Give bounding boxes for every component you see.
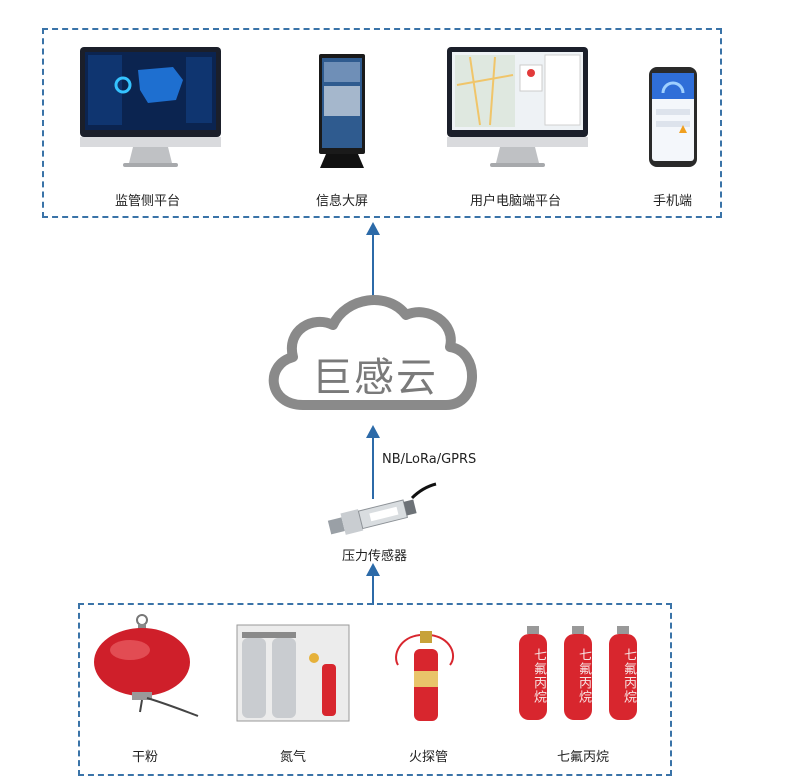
supervisor-platform-label: 监管侧平台 (115, 194, 181, 209)
user-pc-platform-label: 用户电脑端平台 (470, 194, 562, 209)
cloud-shape (268, 295, 477, 410)
extinguisher-group-box (78, 603, 672, 776)
info-kiosk-image (319, 54, 365, 168)
big-screen-label: 信息大屏 (316, 194, 369, 209)
fire-tube-label: 火探管 (409, 750, 449, 765)
cylinder-text-3: 七氟丙烷 (621, 648, 636, 704)
user-pc-monitor-image (447, 47, 588, 167)
dry-powder-label: 干粉 (132, 750, 159, 765)
hfc-cylinders-image (519, 626, 637, 720)
nitrogen-label: 氮气 (280, 750, 307, 765)
dry-powder-extinguisher-image (94, 614, 199, 717)
pressure-sensor-label: 压力传感器 (342, 549, 408, 564)
cylinder-text-2: 七氟丙烷 (576, 648, 591, 704)
nitrogen-extinguisher-image (236, 624, 350, 722)
mobile-phone-image (649, 67, 697, 167)
cloud-label: 巨感云 (312, 355, 438, 401)
pressure-sensor-image (327, 482, 437, 535)
platform-group-box (42, 28, 722, 218)
mobile-label: 手机端 (653, 194, 693, 209)
protocol-label: NB/LoRa/GPRS (382, 452, 477, 467)
fire-tube-extinguisher-image (395, 631, 455, 721)
supervisor-monitor-image (80, 47, 221, 167)
cylinder-text-1: 七氟丙烷 (531, 648, 546, 704)
hfc-label: 七氟丙烷 (557, 750, 610, 765)
